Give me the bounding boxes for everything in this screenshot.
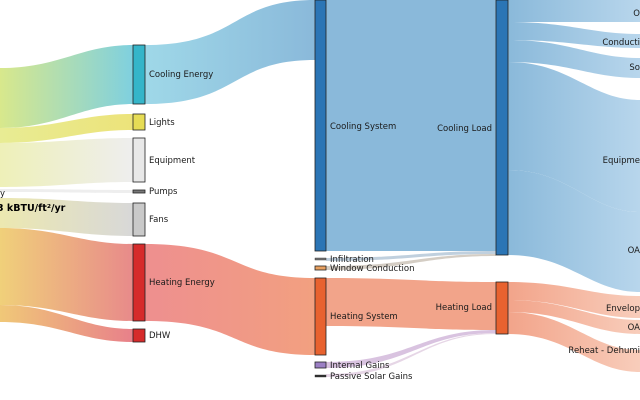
label-heating-system: Heating System: [330, 312, 398, 322]
flow-to-lights: [0, 114, 133, 143]
node-cooling-energy[interactable]: [132, 44, 146, 105]
flow-to-end-oa-heat: [508, 300, 640, 334]
label-pumps: Pumps: [149, 187, 178, 197]
label-cooling-load: Cooling Load: [437, 124, 492, 134]
node-cooling-load[interactable]: [495, 0, 509, 256]
label-window-conduction: Window Conduction: [330, 264, 414, 274]
node-heating-energy[interactable]: [132, 243, 146, 322]
flow-internal-gains-to-heating-load: [326, 330, 496, 368]
flow-to-end-envelop: [508, 282, 640, 318]
flow-to-fans: [0, 198, 133, 236]
label-infiltration: Infiltration: [330, 255, 374, 265]
label-equipment: Equipment: [149, 156, 196, 166]
label-end-so: So: [629, 63, 640, 73]
flow-window-to-cooling-load: [326, 254, 496, 270]
flow-to-end-reheat: [508, 312, 640, 372]
label-internal-gains: Internal Gains: [330, 361, 390, 371]
node-fans[interactable]: [132, 202, 146, 237]
node-internal-gains[interactable]: [314, 361, 327, 369]
node-lights[interactable]: [132, 113, 146, 131]
label-end-oa: OA: [628, 246, 640, 256]
label-cooling-energy: Cooling Energy: [149, 70, 213, 80]
node-pumps[interactable]: [132, 189, 146, 194]
flow-to-end-oa: [508, 170, 640, 292]
total-label: 3 kBTU/ft²/yr: [0, 203, 66, 214]
left-edge-label: y: [0, 189, 5, 199]
label-end-conduction: Conducti: [602, 38, 640, 48]
node-heating-system[interactable]: [314, 277, 327, 356]
label-end-equipment: Equipme: [603, 156, 640, 166]
node-dhw[interactable]: [132, 328, 146, 343]
label-end-envelop: Envelop: [606, 304, 640, 314]
flow-solar-to-heating-load: [326, 333, 496, 377]
node-infiltration[interactable]: [314, 257, 327, 261]
label-heating-load: Heating Load: [436, 303, 492, 313]
label-cooling-system: Cooling System: [330, 122, 396, 132]
flow-to-equipment: [0, 138, 133, 187]
label-dhw: DHW: [149, 331, 171, 341]
flow-to-end-so: [508, 40, 640, 78]
flow-heating-system-to-heating-load: [326, 278, 496, 330]
node-cooling-system[interactable]: [314, 0, 327, 252]
label-passive-solar: Passive Solar Gains: [330, 372, 413, 382]
label-end-oa-heat: OA: [628, 323, 640, 333]
flow-to-pumps: [0, 189, 133, 193]
flow-to-dhw: [0, 305, 133, 342]
flow-cooling-energy-to-cooling-system: [145, 0, 315, 104]
node-heating-load[interactable]: [495, 281, 509, 335]
flow-to-end-conduction: [508, 22, 640, 48]
node-equipment[interactable]: [132, 137, 146, 183]
flow-to-cooling-energy: [0, 45, 133, 128]
flow-to-end-o: [508, 0, 640, 22]
flow-to-end-equipment: [508, 62, 640, 212]
label-end-reheat: Reheat - Dehumi: [568, 346, 640, 356]
flow-cooling-system-to-cooling-load: [326, 0, 496, 251]
label-end-o: O: [633, 9, 640, 19]
label-heating-energy: Heating Energy: [149, 278, 215, 288]
flow-heating-energy-to-heating-system: [145, 244, 315, 355]
node-passive-solar[interactable]: [314, 374, 327, 378]
flow-infiltration-to-cooling-load: [326, 251, 496, 261]
label-lights: Lights: [149, 118, 175, 128]
node-window-conduction[interactable]: [314, 265, 327, 271]
label-fans: Fans: [149, 215, 169, 225]
flow-to-heating-energy: [0, 228, 133, 321]
